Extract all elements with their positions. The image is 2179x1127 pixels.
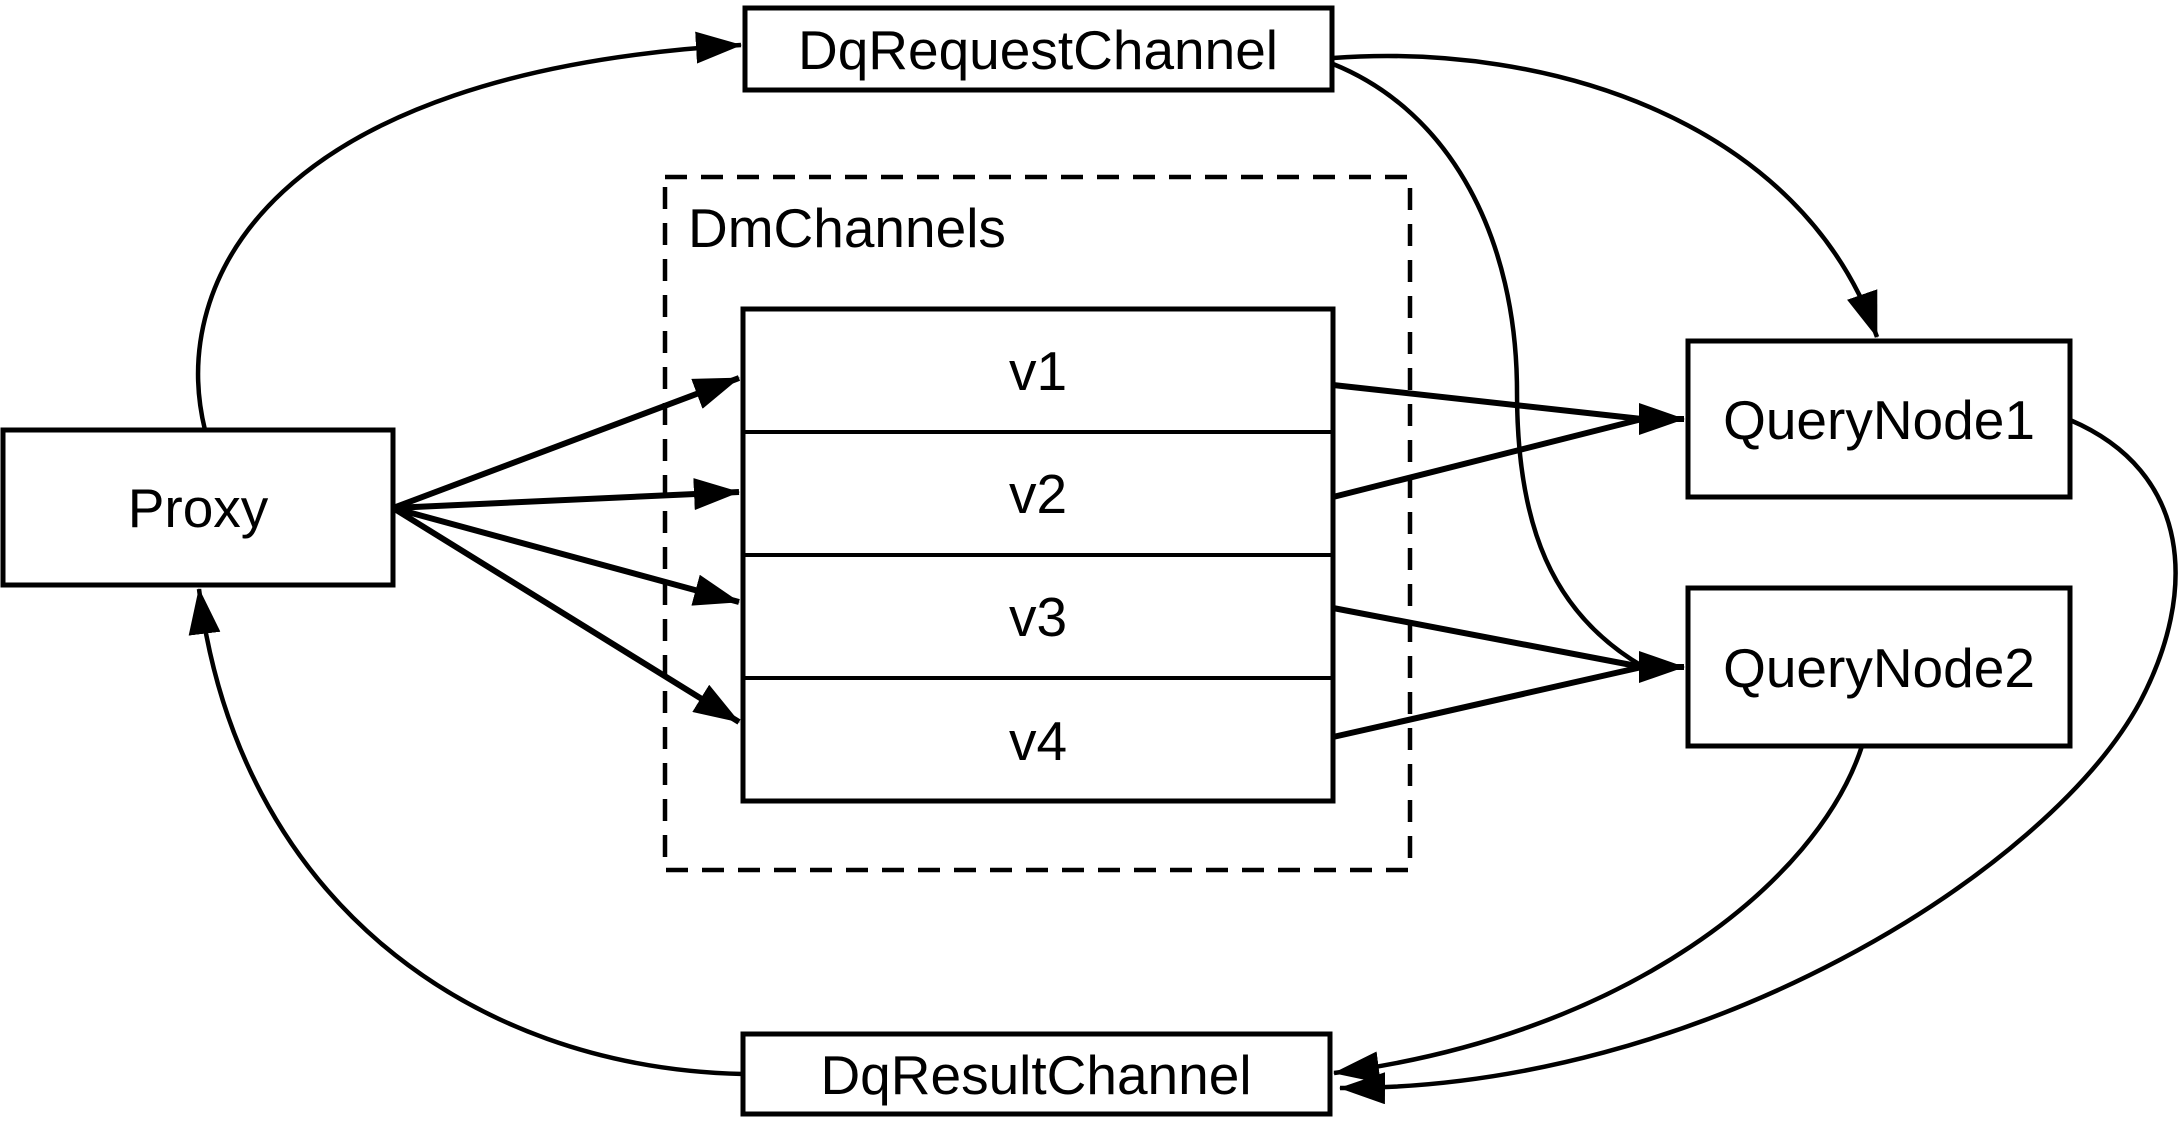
proxy-box [0, 427, 396, 588]
v3-label: v3 [1009, 586, 1067, 648]
group-dmchannels: DmChannels [662, 174, 1413, 873]
edge-dqrequestchannel-to-querynode1 [1332, 53, 1880, 338]
v4-label: v4 [1009, 710, 1067, 772]
node-vchannel-stack: v1 v2 v3 v4 [740, 306, 1336, 804]
edge-proxy-to-v2 [392, 478, 740, 511]
edge-layer [188, 31, 2178, 1105]
v2-label: v2 [1009, 463, 1067, 525]
querynode1-label: QueryNode1 [1723, 389, 2035, 451]
node-querynode1: QueryNode1 [1685, 338, 2073, 500]
node-querynode2: QueryNode2 [1685, 585, 2073, 749]
dqresultchannel-box [740, 1031, 1333, 1117]
dqresultchannel-label: DqResultChannel [820, 1044, 1251, 1106]
querynode1-box [1685, 338, 2073, 500]
edge-proxy-to-v1 [391, 375, 741, 511]
node-dqrequestchannel: DqRequestChannel [742, 5, 1335, 93]
edge-dqresultchannel-to-proxy [188, 588, 744, 1077]
v1-label: v1 [1009, 340, 1067, 402]
edge-v1-to-querynode1 [1332, 382, 1643, 422]
edge-querynode1-to-dqresultchannel [1339, 417, 2178, 1105]
dmchannels-border [662, 174, 1413, 873]
edge-proxy-to-v3 [392, 505, 740, 606]
dqrequestchannel-box [742, 5, 1335, 93]
querynode2-box [1685, 585, 2073, 749]
node-dqresultchannel: DqResultChannel [740, 1031, 1333, 1117]
edge-querynode2-to-dqresultchannel [1333, 745, 1865, 1084]
proxy-label: Proxy [128, 477, 269, 539]
edge-proxy-to-v4 [391, 505, 741, 725]
dmchannels-label: DmChannels [688, 197, 1006, 259]
edge-v2-to-querynode1 [1332, 416, 1643, 500]
edge-dqrequestchannel-to-querynode2 [1332, 61, 1644, 668]
querynode2-label: QueryNode2 [1723, 637, 2035, 699]
edge-v4-to-querynode2 [1332, 664, 1643, 740]
edge-proxy-to-dqrequestchannel [196, 31, 742, 431]
edge-v3-to-querynode2 [1332, 605, 1643, 670]
dqrequestchannel-label: DqRequestChannel [798, 19, 1278, 81]
node-proxy: Proxy [0, 427, 396, 588]
